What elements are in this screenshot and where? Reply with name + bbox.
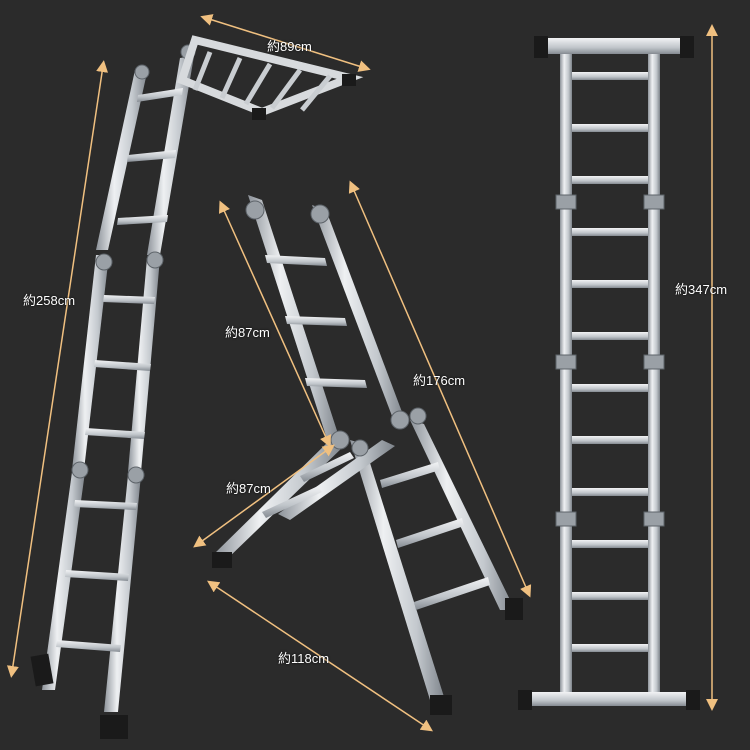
label-straight-height: 約347cm — [675, 282, 728, 297]
platform-foot-2 — [252, 108, 266, 120]
straight-bottom-bar — [520, 692, 698, 706]
label-folded-height: 約258cm — [23, 293, 76, 308]
straight-endcap-4 — [686, 690, 700, 710]
arrow-aframe-base — [207, 580, 433, 732]
platform-foot-1 — [342, 74, 356, 86]
left-foot-2 — [100, 715, 128, 739]
arrow-aframe-lower — [193, 444, 335, 548]
straight-hinges — [555, 194, 665, 527]
straight-rungs — [572, 72, 648, 652]
straight-endcap-3 — [518, 690, 532, 710]
label-aframe-side: 約176cm — [413, 373, 466, 388]
aframe-foot-2 — [430, 695, 452, 715]
aframe-upper-rail-2 — [312, 205, 405, 420]
dimension-arrows — [6, 14, 718, 732]
platform-top — [177, 35, 364, 117]
platform-ladder — [30, 35, 364, 739]
arrow-folded-height — [6, 60, 109, 678]
arrow-aframe-side — [348, 180, 532, 598]
straight-endcap-2 — [680, 36, 694, 58]
straight-endcap-1 — [534, 36, 548, 58]
arrow-platform-width — [200, 14, 371, 72]
arrow-aframe-upper — [218, 200, 332, 448]
aframe-lower-rail-2 — [410, 420, 515, 610]
aframe-foot-3 — [505, 598, 523, 620]
aframe-foot-1 — [212, 552, 232, 568]
straight-rail-right — [648, 38, 660, 703]
label-platform-width: 約89cm — [267, 39, 312, 54]
straight-rail-left — [560, 38, 572, 703]
left-rail-inner-bottom — [104, 475, 141, 712]
left-rail-outer — [96, 68, 148, 250]
label-aframe-base: 約118cm — [278, 651, 330, 666]
platform-slats — [192, 51, 332, 112]
aframe-left-leg-1 — [214, 440, 344, 560]
straight-top-bar — [540, 38, 690, 54]
straight-ladder — [518, 36, 700, 710]
label-aframe-upper: 約87cm — [225, 325, 270, 340]
label-aframe-lower: 約87cm — [226, 481, 271, 496]
aframe-ladder — [212, 195, 523, 715]
